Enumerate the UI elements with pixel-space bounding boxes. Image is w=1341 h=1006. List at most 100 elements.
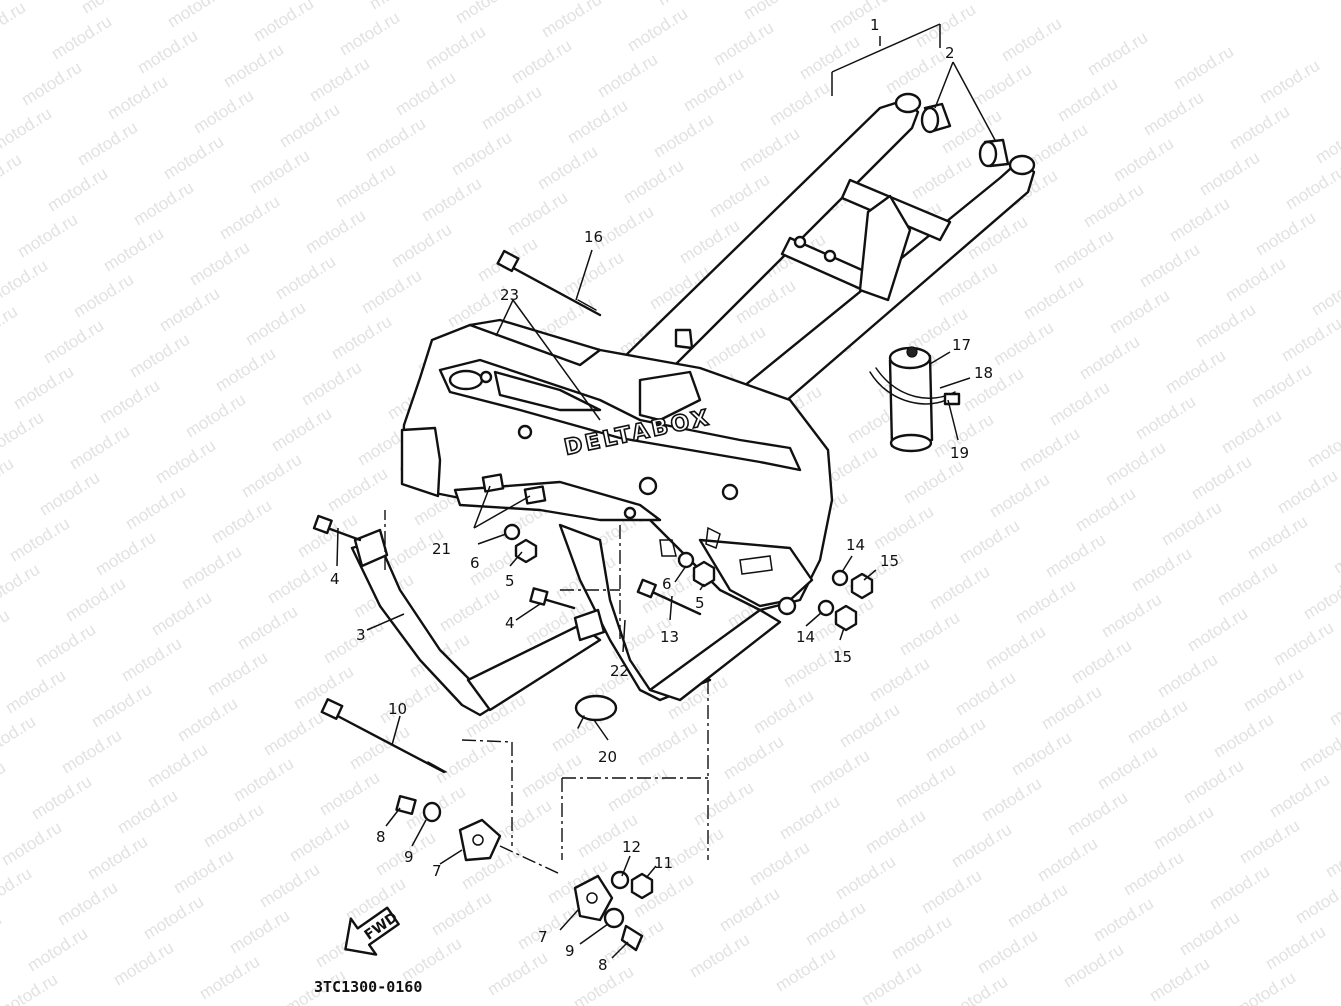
- watermark-text: motod.ru: [208, 496, 275, 548]
- watermark-text: motod.ru: [366, 0, 433, 13]
- watermark-text: motod.ru: [564, 96, 631, 148]
- watermark-text: motod.ru: [870, 502, 937, 554]
- watermark-text: motod.ru: [452, 0, 519, 27]
- callout-14: 14: [846, 536, 865, 554]
- watermark-text: motod.ru: [432, 736, 499, 788]
- watermark-text: motod.ru: [504, 188, 571, 240]
- watermark-text: motod.ru: [316, 768, 383, 820]
- watermark-text: motod.ru: [238, 450, 305, 502]
- main-frame: DELTABOX: [400, 318, 834, 616]
- watermark-text: motod.ru: [1232, 968, 1299, 1006]
- watermark-text: motod.ru: [130, 178, 197, 230]
- watermark-text: motod.ru: [858, 958, 925, 1006]
- watermark-text: motod.ru: [40, 316, 107, 368]
- callout-3: 3: [356, 626, 366, 644]
- watermark-text: motod.ru: [126, 330, 193, 382]
- watermark-text: motod.ru: [104, 72, 171, 124]
- watermark-text: motod.ru: [918, 866, 985, 918]
- watermark-text: motod.ru: [1262, 922, 1329, 974]
- watermark-text: motod.ru: [944, 972, 1011, 1006]
- watermark-text: motod.ru: [110, 938, 177, 990]
- watermark-text: motod.ru: [152, 436, 219, 488]
- watermark-text: motod.ru: [1158, 498, 1225, 550]
- watermark-text: motod.ru: [92, 528, 159, 580]
- watermark-text: motod.ru: [256, 860, 323, 912]
- watermark-text: motod.ru: [0, 150, 25, 202]
- watermark-text: motod.ru: [1016, 424, 1083, 476]
- watermark-text: motod.ru: [998, 14, 1065, 66]
- watermark-text: motod.ru: [1042, 530, 1109, 582]
- leader-lines: [336, 23, 996, 959]
- watermark-text: motod.ru: [1068, 636, 1135, 688]
- watermark-text: motod.ru: [204, 648, 271, 700]
- watermark-text: motod.ru: [1236, 816, 1303, 868]
- watermark-text: motod.ru: [0, 970, 61, 1006]
- watermark-text: motod.ru: [1176, 908, 1243, 960]
- watermark-text: motod.ru: [740, 0, 807, 23]
- watermark-text: motod.ru: [956, 516, 1023, 568]
- watermark-text: motod.ru: [388, 220, 455, 272]
- watermark-text: motod.ru: [826, 0, 893, 37]
- watermark-text: motod.ru: [1266, 770, 1333, 822]
- watermark-text: motod.ru: [518, 750, 585, 802]
- watermark-text: motod.ru: [908, 152, 975, 204]
- watermark-text: motod.ru: [422, 22, 489, 74]
- watermark-text: motod.ru: [952, 668, 1019, 720]
- watermark-text: motod.ru: [960, 364, 1027, 416]
- watermark-text: motod.ru: [866, 654, 933, 706]
- watermark-text: motod.ru: [710, 18, 777, 70]
- watermark-text: motod.ru: [1106, 286, 1173, 338]
- watermark-text: motod.ru: [260, 708, 327, 760]
- watermark-text: motod.ru: [250, 0, 317, 45]
- watermark-text: motod.ru: [78, 0, 145, 17]
- callout-6: 6: [662, 575, 672, 593]
- watermark-text: motod.ru: [1080, 180, 1147, 232]
- watermark-text: motod.ru: [690, 778, 757, 830]
- watermark-text: motod.ru: [478, 82, 545, 134]
- engine-down-tubes: [350, 523, 782, 717]
- callout-5: 5: [695, 594, 705, 612]
- watermark-text: motod.ru: [212, 344, 279, 396]
- watermark-text: motod.ru: [1102, 438, 1169, 490]
- watermark-text: motod.ru: [968, 60, 1035, 112]
- watermark-text: motod.ru: [122, 482, 189, 534]
- watermark-text: motod.ru: [74, 118, 141, 170]
- callout-16: 16: [584, 228, 603, 246]
- watermark-text: motod.ru: [10, 362, 77, 414]
- watermark-text: motod.ru: [1004, 880, 1071, 932]
- watermark-text: motod.ru: [0, 302, 21, 354]
- watermark-text: motod.ru: [1240, 664, 1307, 716]
- watermark-text: motod.ru: [484, 948, 551, 1000]
- rear-subframe: [583, 92, 1036, 447]
- watermark-text: motod.ru: [896, 608, 963, 660]
- watermark-text: motod.ru: [392, 68, 459, 120]
- watermark-text: motod.ru: [604, 764, 671, 816]
- watermark-text: motod.ru: [140, 892, 207, 944]
- watermark-text: motod.ru: [1218, 406, 1285, 458]
- watermark-text: motod.ru: [978, 774, 1045, 826]
- watermark-text: motod.ru: [324, 464, 391, 516]
- watermark-text: motod.ru: [62, 574, 129, 626]
- watermark-text: motod.ru: [0, 0, 29, 49]
- watermark-text: motod.ru: [0, 104, 55, 156]
- watermark-text: motod.ru: [84, 832, 151, 884]
- watermark-text: motod.ru: [164, 0, 231, 31]
- watermark-text: motod.ru: [750, 686, 817, 738]
- watermark-text: motod.ru: [1270, 618, 1337, 670]
- watermark-text: motod.ru: [650, 110, 717, 162]
- watermark-text: motod.ru: [1084, 28, 1151, 80]
- watermark-text: motod.ru: [654, 0, 721, 9]
- watermark-text: motod.ru: [272, 252, 339, 304]
- watermark-text: motod.ru: [620, 156, 687, 208]
- callout-4: 4: [330, 570, 340, 588]
- callout-2: 2: [945, 44, 955, 62]
- watermark-text: motod.ru: [298, 358, 365, 410]
- watermark-text: motod.ru: [328, 312, 395, 364]
- watermark-text: motod.ru: [332, 160, 399, 212]
- callout-9: 9: [565, 942, 575, 960]
- callout-21: 21: [432, 540, 451, 558]
- watermark-text: motod.ru: [746, 838, 813, 890]
- callout-23: 23: [500, 286, 519, 304]
- watermark-text: motod.ru: [1076, 332, 1143, 384]
